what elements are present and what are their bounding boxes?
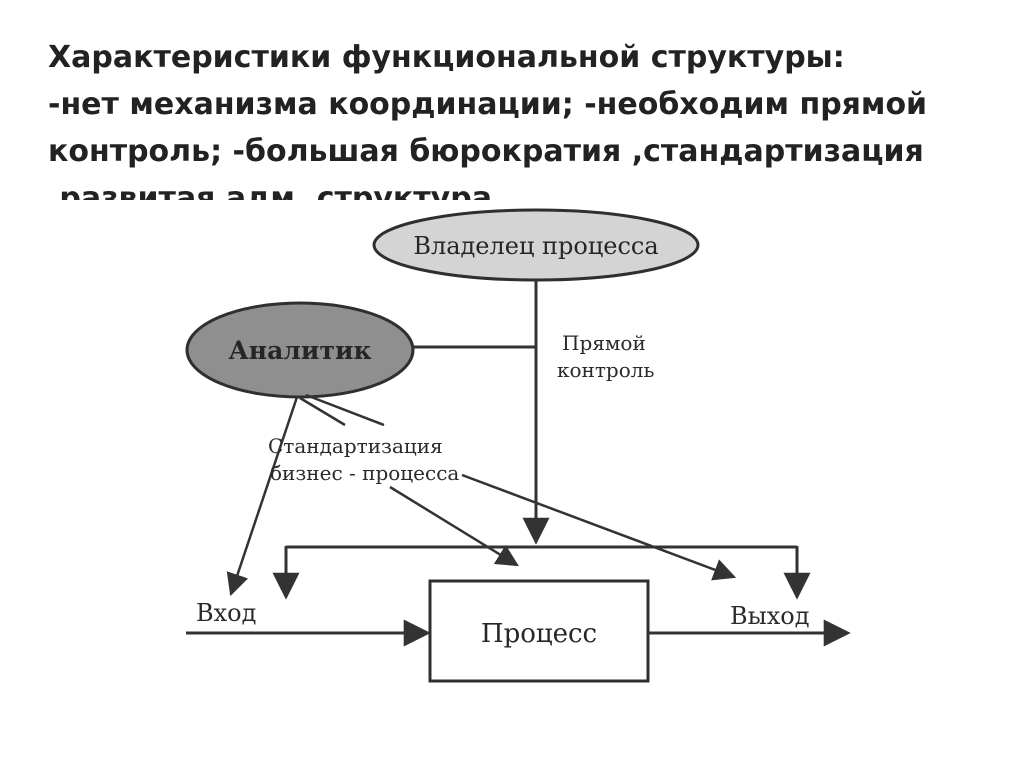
- direct-control-label-line-2: контроль: [557, 358, 654, 382]
- direct-control-label-line-1: Прямой: [562, 331, 646, 355]
- standardization-arrow-output: [461, 473, 737, 581]
- owner-node-label: Владелец процесса: [413, 232, 658, 260]
- output-label: Выход: [730, 602, 810, 630]
- process-node-label: Процесс: [481, 619, 597, 649]
- standardization-arrow-process: [389, 485, 519, 567]
- standardization-label-line-2: бизнес - процесса: [270, 461, 459, 485]
- title-line-4: ,развитая адм. структура.: [48, 181, 504, 200]
- analyst-node-shape: [185, 301, 415, 399]
- standardization-line-b: [305, 393, 385, 427]
- standardization-label-line-1: Стандартизация: [268, 434, 443, 458]
- input-label: Вход: [196, 599, 256, 627]
- analyst-node-label: Аналитик: [228, 336, 371, 365]
- title-line-2: -нет механизма координации; -необходим п…: [48, 87, 928, 122]
- title-line-3: контроль; -большая бюрократия ,стандарти…: [48, 134, 924, 169]
- standardization-arrow-input: [226, 396, 299, 597]
- title-line-1: Характеристики функциональной структуры:: [48, 40, 845, 75]
- slide-title: Характеристики функциональной структуры:…: [48, 34, 988, 200]
- process-node-shape: [428, 579, 650, 683]
- standardization-line-a: [299, 396, 346, 427]
